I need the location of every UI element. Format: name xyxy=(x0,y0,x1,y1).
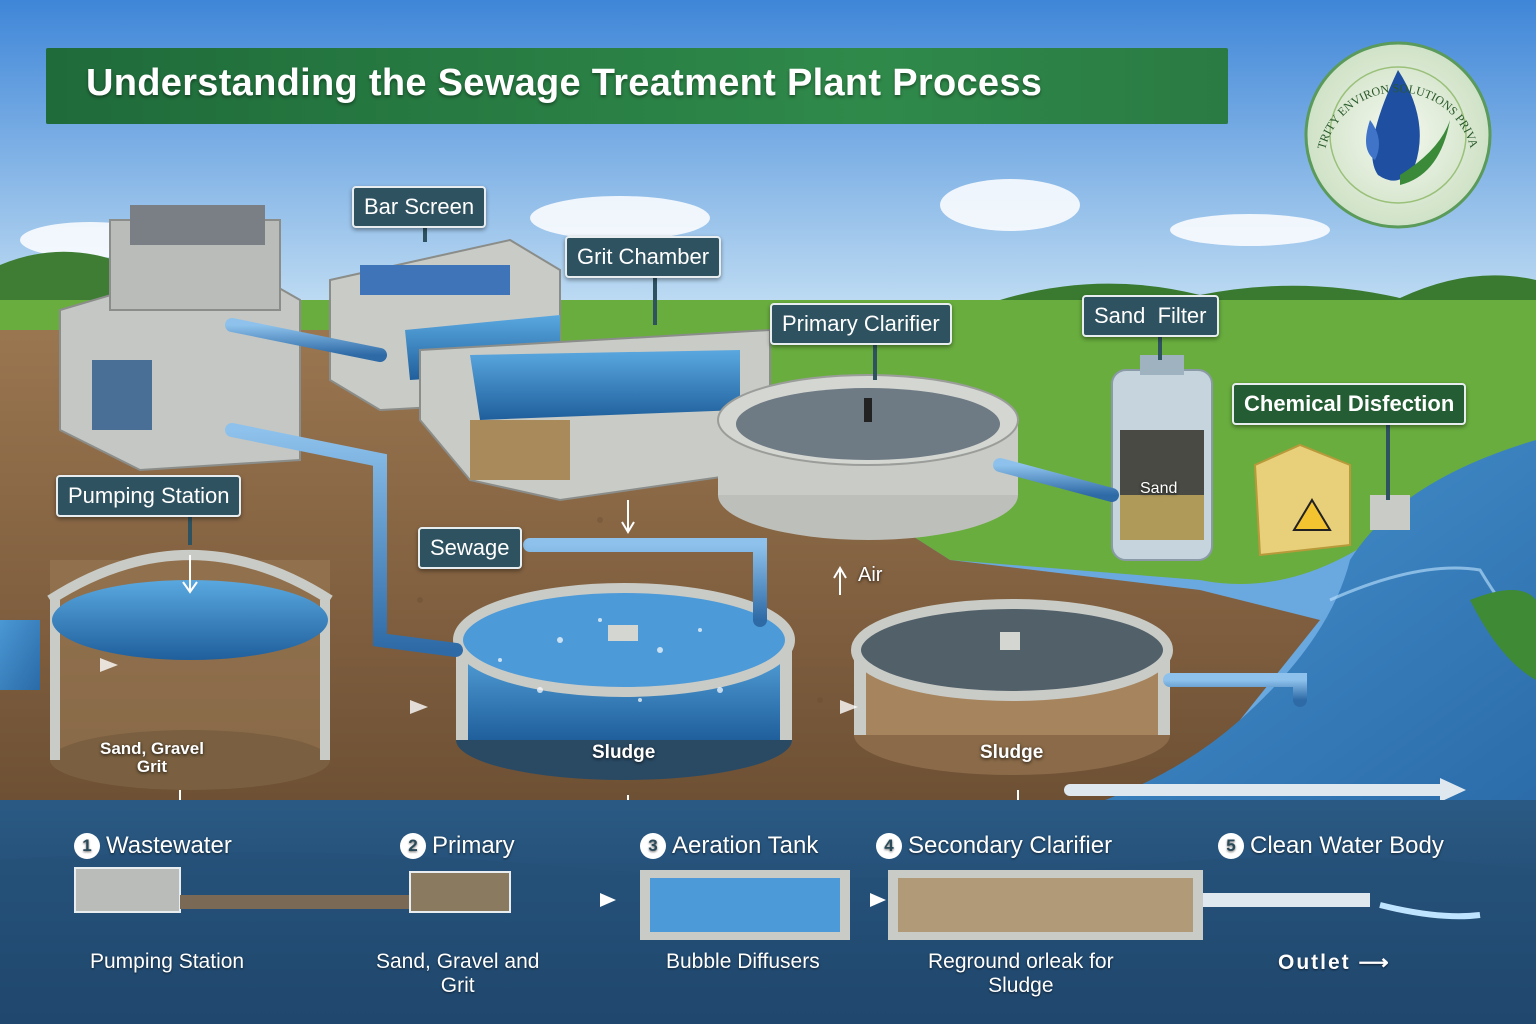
outlet-label: Outlet xyxy=(1278,951,1351,974)
step-1-sub: Pumping Station xyxy=(90,950,245,973)
step-3-sub: Bubble Diffusers xyxy=(666,950,820,973)
page-title: Understanding the Sewage Treatment Plant… xyxy=(86,62,1043,104)
label-sludge-aeration: Sludge xyxy=(592,742,656,763)
primary-clarifier-tank xyxy=(717,374,1019,540)
title-banner xyxy=(46,48,1228,124)
label-sand-filter: Sand Filter xyxy=(1082,295,1219,337)
step-label: Primary xyxy=(432,832,515,859)
outlet-arrow-icon: ⟶ xyxy=(1358,951,1391,974)
step-label: Wastewater xyxy=(106,832,232,859)
step-2-sub: Sand, Gravel and Grit xyxy=(376,950,540,997)
label-bar-screen: Bar Screen xyxy=(352,186,487,228)
step-number: 1 xyxy=(74,833,100,859)
label-air: Air xyxy=(858,564,883,586)
sand-filter-vessel xyxy=(1111,355,1213,561)
step-number: 5 xyxy=(1218,833,1244,859)
step-number: 3 xyxy=(640,833,666,859)
label-sand: Sand xyxy=(1140,480,1178,497)
label-sewage: Sewage xyxy=(418,527,522,569)
step-label: Aeration Tank xyxy=(672,832,819,859)
process-strip-diagram xyxy=(0,867,1481,940)
step-number: 2 xyxy=(400,833,426,859)
label-grit-chamber: Grit Chamber xyxy=(565,236,722,278)
step-number: 4 xyxy=(876,833,902,859)
label-primary-clarifier: Primary Clarifier xyxy=(770,303,952,345)
step-5-sub: Outlet ⟶ xyxy=(1278,950,1391,975)
step-label: Secondary Clarifier xyxy=(908,832,1113,859)
grit-chamber-structure xyxy=(419,328,771,502)
label-chemical-disinfection: Chemical Disfection xyxy=(1232,383,1467,425)
step-label: Clean Water Body xyxy=(1250,832,1444,859)
label-sand-gravel-grit: Sand, Gravel Grit xyxy=(100,739,204,776)
pumping-station-building xyxy=(59,205,301,472)
label-pumping-station: Pumping Station xyxy=(56,475,242,517)
aeration-tank xyxy=(453,583,795,780)
step-4-sub: Reground orleak for Sludge xyxy=(928,950,1114,997)
label-sludge-secondary: Sludge xyxy=(980,742,1044,763)
chemical-disinfection-box xyxy=(1253,443,1410,557)
